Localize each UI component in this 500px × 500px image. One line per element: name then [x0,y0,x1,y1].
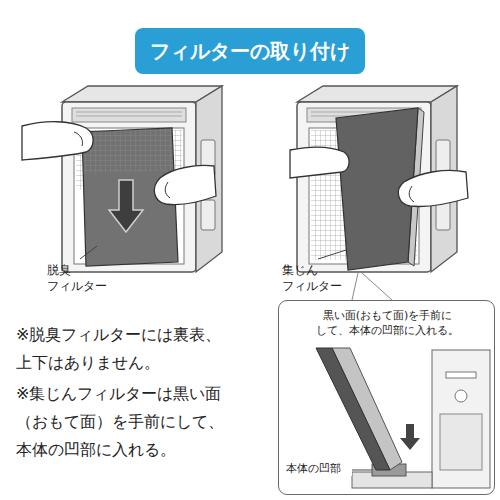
hand [154,166,216,205]
note-text: ※脱臭フィルターには裏表、 上下はありません。 [16,321,240,377]
instruction-text: 黒い面(おもて面)を手前に して、本体の凹部に入れる。 [313,308,463,339]
hand [165,182,170,198]
leader-line [80,246,97,259]
leader-line [80,246,346,259]
dust-filter [336,108,424,270]
hand [22,122,216,205]
air-purifier-right [297,102,431,272]
part-label: 本体の凹部 [286,461,352,476]
note-text: ※集じんフィルターは黒い面 （おもて面）を手前にして、 本体の凹部に入れる。 [16,380,240,464]
hand [409,186,414,202]
detail-illustration [432,350,490,488]
air-purifier-left [72,108,186,122]
air-purifier-left [62,86,222,102]
air-purifier-right [297,86,457,102]
air-purifier-left [201,200,215,230]
hand [290,147,468,206]
callout-wedge [352,273,392,300]
leader-line [318,250,346,259]
title-banner: フィルターの取り付け [135,28,365,74]
hand [22,122,93,160]
air-purifier-left [76,112,182,116]
deodorizing-filter [109,180,143,232]
deodorizing-filter [82,128,174,174]
air-purifier-left [62,86,222,272]
detail-illustration [400,424,420,450]
detail-illustration [455,390,467,402]
part-label: 集じん フィルター [282,262,354,294]
detail-illustration [316,348,390,470]
callout-wedge [352,273,392,300]
hand [290,147,349,178]
detail-illustration [440,414,482,470]
hand [398,170,468,206]
hand [74,132,83,146]
part-label: 脱臭 フィルター [47,262,119,294]
callout-box: 黒い面(おもて面)を手前に して、本体の凹部に入れる。本体の凹部 [278,300,495,495]
detail-illustration [446,372,476,378]
